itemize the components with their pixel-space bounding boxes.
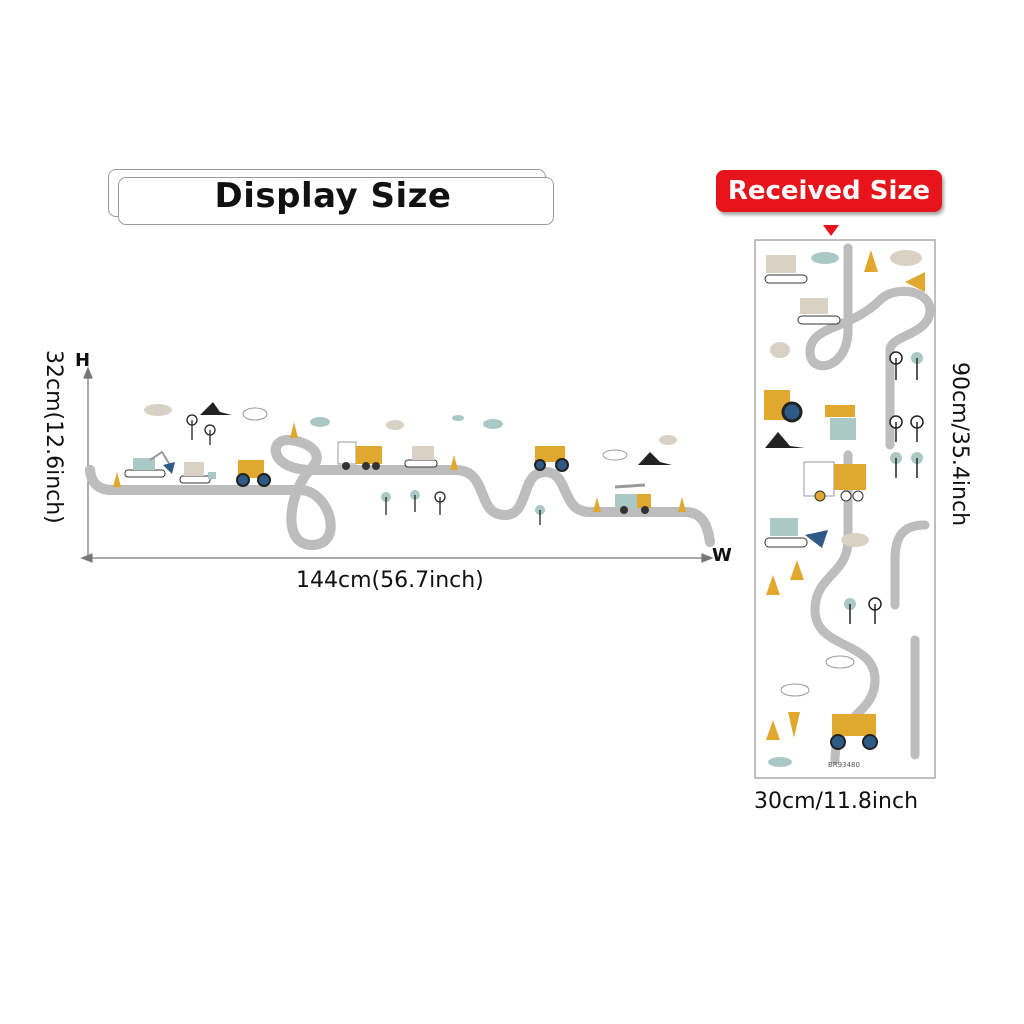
display-road xyxy=(85,435,715,550)
display-clouds xyxy=(144,402,677,465)
display-cones xyxy=(113,422,686,512)
sku-label: BR93480 xyxy=(828,761,860,769)
height-arrow xyxy=(83,366,93,560)
bulldozer-icon xyxy=(179,462,216,484)
received-width-label: 30cm/11.8inch xyxy=(754,789,919,814)
w-axis-label: W xyxy=(712,545,732,566)
crane-truck-icon xyxy=(614,483,651,514)
display-size-title: Display Size xyxy=(214,176,452,216)
bulldozer-icon-2 xyxy=(404,446,438,468)
sheet-clouds xyxy=(765,250,922,767)
display-trees xyxy=(186,414,545,525)
tractor-icon-2 xyxy=(534,446,569,472)
tractor-icon xyxy=(236,460,271,487)
received-size-badge: Received Size xyxy=(716,170,942,212)
dump-truck-icon xyxy=(337,441,382,470)
display-size-frame xyxy=(118,177,554,225)
received-height-label: 90cm/35.4inch xyxy=(947,362,972,527)
width-arrow xyxy=(80,553,714,563)
pointer-triangle xyxy=(823,225,839,236)
display-height-label: 32cm(12.6inch) xyxy=(41,350,66,524)
display-width-label: 144cm(56.7inch) xyxy=(296,568,484,593)
h-axis-label: H xyxy=(75,350,91,371)
sheet-vehicles xyxy=(764,255,878,750)
excavator-icon xyxy=(124,450,175,478)
sheet-cones xyxy=(766,250,925,740)
sheet-trees xyxy=(844,351,924,624)
